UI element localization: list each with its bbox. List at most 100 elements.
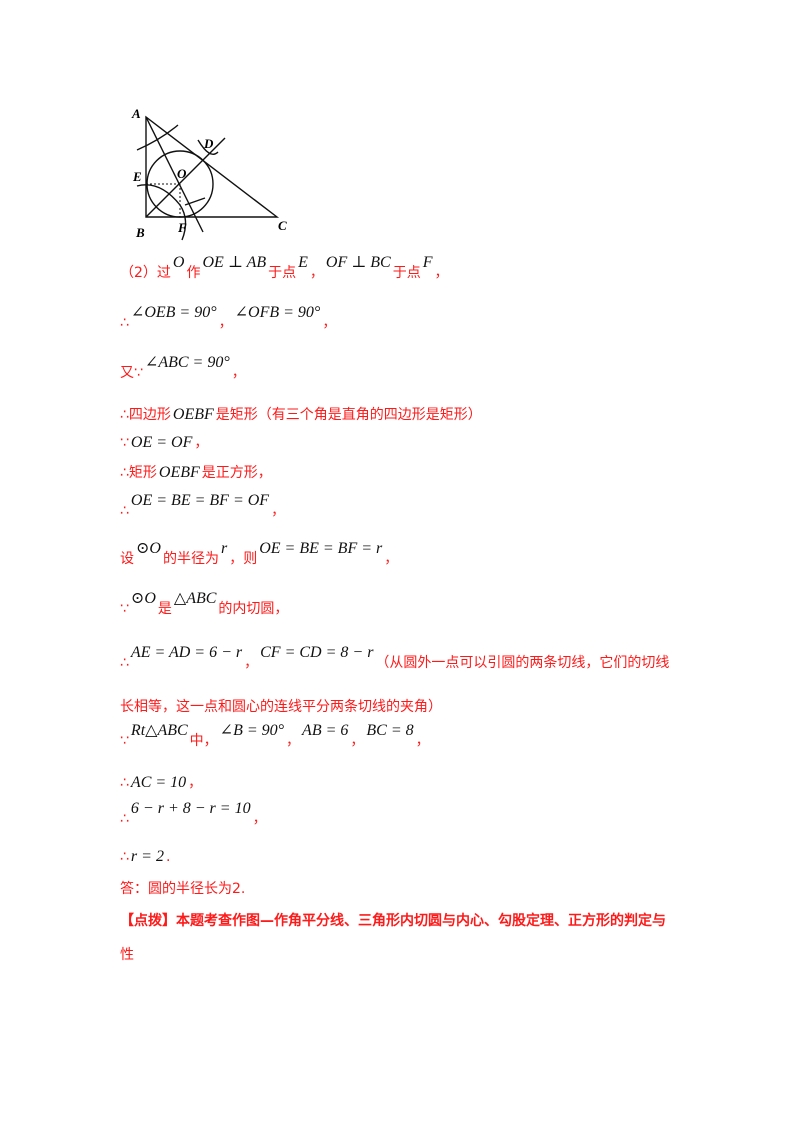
math-expression: ∠B = 90° — [219, 722, 285, 739]
text-segment: ，则 — [229, 551, 258, 567]
text-segment: 于点 — [392, 265, 421, 281]
text-segment: ∴矩形 — [120, 465, 157, 481]
text-line: ∴AE = AD = 6 − r，CF = CD = 8 − r（从圆外一点可以… — [120, 644, 670, 672]
text-segment: 长相等，这一点和圆心的连线平分两条切线的夹角） — [120, 699, 442, 715]
text-line: 长相等，这一点和圆心的连线平分两条切线的夹角） — [120, 696, 442, 716]
text-segment: 是 — [157, 601, 172, 617]
text-line: （2）过O作OE ⊥ AB于点E，OF ⊥ BC于点F， — [120, 254, 449, 282]
math-expression: OE = BE = BF = OF — [130, 492, 270, 509]
math-expression: AB = 6 — [302, 722, 349, 739]
math-expression: OEBF — [158, 464, 200, 481]
text-line: ∴AC = 10， — [120, 772, 202, 792]
math-expression: OE = BE = BF = r — [259, 540, 383, 557]
text-segment: ， — [188, 775, 203, 791]
bisector-a — [145, 116, 204, 233]
text-segment: ∴四边形 — [120, 407, 171, 423]
text-segment: 于点 — [268, 265, 297, 281]
label-f: F — [177, 220, 187, 235]
text-segment: ， — [350, 733, 365, 749]
label-d: D — [203, 136, 214, 151]
text-line: 设⊙O的半径为r，则OE = BE = BF = r， — [120, 540, 399, 568]
text-segment: ， — [434, 265, 449, 281]
math-expression: r = 2 — [130, 848, 164, 865]
geometry-figure: A B C D E F O — [131, 106, 287, 241]
text-segment: ， — [415, 733, 430, 749]
bisector-b — [145, 137, 226, 218]
text-segment: ， — [244, 655, 259, 671]
math-expression: ⊙O — [130, 590, 156, 607]
text-segment: ∴ — [120, 655, 129, 671]
math-expression: r — [220, 540, 228, 557]
text-segment: 的内切圆， — [218, 601, 289, 617]
text-segment: ， — [309, 265, 324, 281]
text-segment: 的半径为 — [162, 551, 219, 567]
text-line: ∵OE = OF， — [120, 432, 208, 452]
text-segment: 【点拨】本题考查作图—作角平分线、三角形内切圆与内心、勾股定理、正方形的判定与 — [120, 913, 666, 929]
text-segment: ， — [231, 365, 246, 381]
text-segment: ， — [252, 811, 267, 827]
text-segment: ， — [286, 733, 301, 749]
text-line: 性 — [120, 944, 134, 964]
text-segment: ， — [218, 315, 233, 331]
text-segment: 设 — [120, 551, 134, 567]
text-segment: ， — [271, 503, 286, 519]
text-segment: ∵ — [120, 435, 129, 451]
text-segment: ∴ — [120, 315, 129, 331]
label-e: E — [132, 169, 142, 184]
math-expression: E — [298, 254, 308, 271]
math-expression: ∠OFB = 90° — [234, 304, 321, 321]
text-segment: 又∵ — [120, 365, 143, 381]
triangle-abc — [145, 115, 280, 218]
text-segment: 是正方形， — [201, 465, 272, 481]
text-line: ∴∠OEB = 90°，∠OFB = 90°， — [120, 304, 337, 332]
math-expression: OE = OF — [130, 434, 193, 451]
text-line: ∴r = 2. — [120, 848, 170, 866]
text-line: 答：圆的半径长为2. — [120, 878, 245, 898]
text-segment: ∴ — [120, 775, 129, 791]
math-expression: Rt△ABC — [130, 722, 188, 739]
math-expression: ⊙O — [136, 540, 161, 557]
math-expression: OE ⊥ AB — [202, 254, 267, 271]
text-segment: 是矩形（有三个角是直角的四边形是矩形） — [215, 407, 482, 423]
math-expression: ∠ABC = 90° — [144, 354, 230, 371]
text-segment: ∵ — [120, 601, 129, 617]
text-segment: ， — [322, 315, 337, 331]
text-segment: （2）过 — [120, 265, 171, 281]
text-segment: . — [165, 849, 171, 865]
math-expression: △ABC — [173, 590, 217, 607]
math-expression: OEBF — [172, 406, 214, 423]
math-expression: CF = CD = 8 − r — [260, 644, 374, 661]
text-segment: ∴ — [120, 849, 129, 865]
text-line: ∵⊙O是△ABC的内切圆， — [120, 590, 289, 618]
text-line: 【点拨】本题考查作图—作角平分线、三角形内切圆与内心、勾股定理、正方形的判定与 — [120, 910, 666, 930]
math-expression: OF ⊥ BC — [325, 254, 391, 271]
label-c: C — [278, 218, 287, 233]
text-segment: ∴ — [120, 811, 129, 827]
text-line: ∴OE = BE = BF = OF， — [120, 492, 286, 520]
math-expression: BC = 8 — [366, 722, 414, 739]
math-expression: AE = AD = 6 − r — [130, 644, 243, 661]
text-line: ∴6 − r + 8 − r = 10， — [120, 800, 267, 828]
math-expression: 6 − r + 8 − r = 10 — [130, 800, 251, 817]
math-expression: ∠OEB = 90° — [130, 304, 217, 321]
text-segment: （从圆外一点可以引圆的两条切线，它们的切线 — [375, 655, 670, 671]
math-expression: O — [172, 254, 185, 271]
text-segment: ， — [384, 551, 399, 567]
text-segment: 性 — [120, 947, 134, 963]
text-segment: ∵ — [120, 733, 129, 749]
math-expression: AC = 10 — [130, 774, 187, 791]
text-line: 又∵∠ABC = 90°， — [120, 354, 246, 382]
text-line: ∵Rt△ABC中，∠B = 90°，AB = 6，BC = 8， — [120, 722, 430, 750]
text-segment: ∴ — [120, 503, 129, 519]
label-b: B — [135, 225, 145, 240]
label-a: A — [131, 106, 141, 121]
math-expression: F — [422, 254, 433, 271]
text-segment: ， — [194, 435, 209, 451]
label-o: O — [177, 166, 187, 181]
text-segment: 答：圆的半径长为2. — [120, 881, 246, 897]
text-segment: 作 — [186, 265, 201, 281]
text-segment: 中， — [189, 733, 218, 749]
